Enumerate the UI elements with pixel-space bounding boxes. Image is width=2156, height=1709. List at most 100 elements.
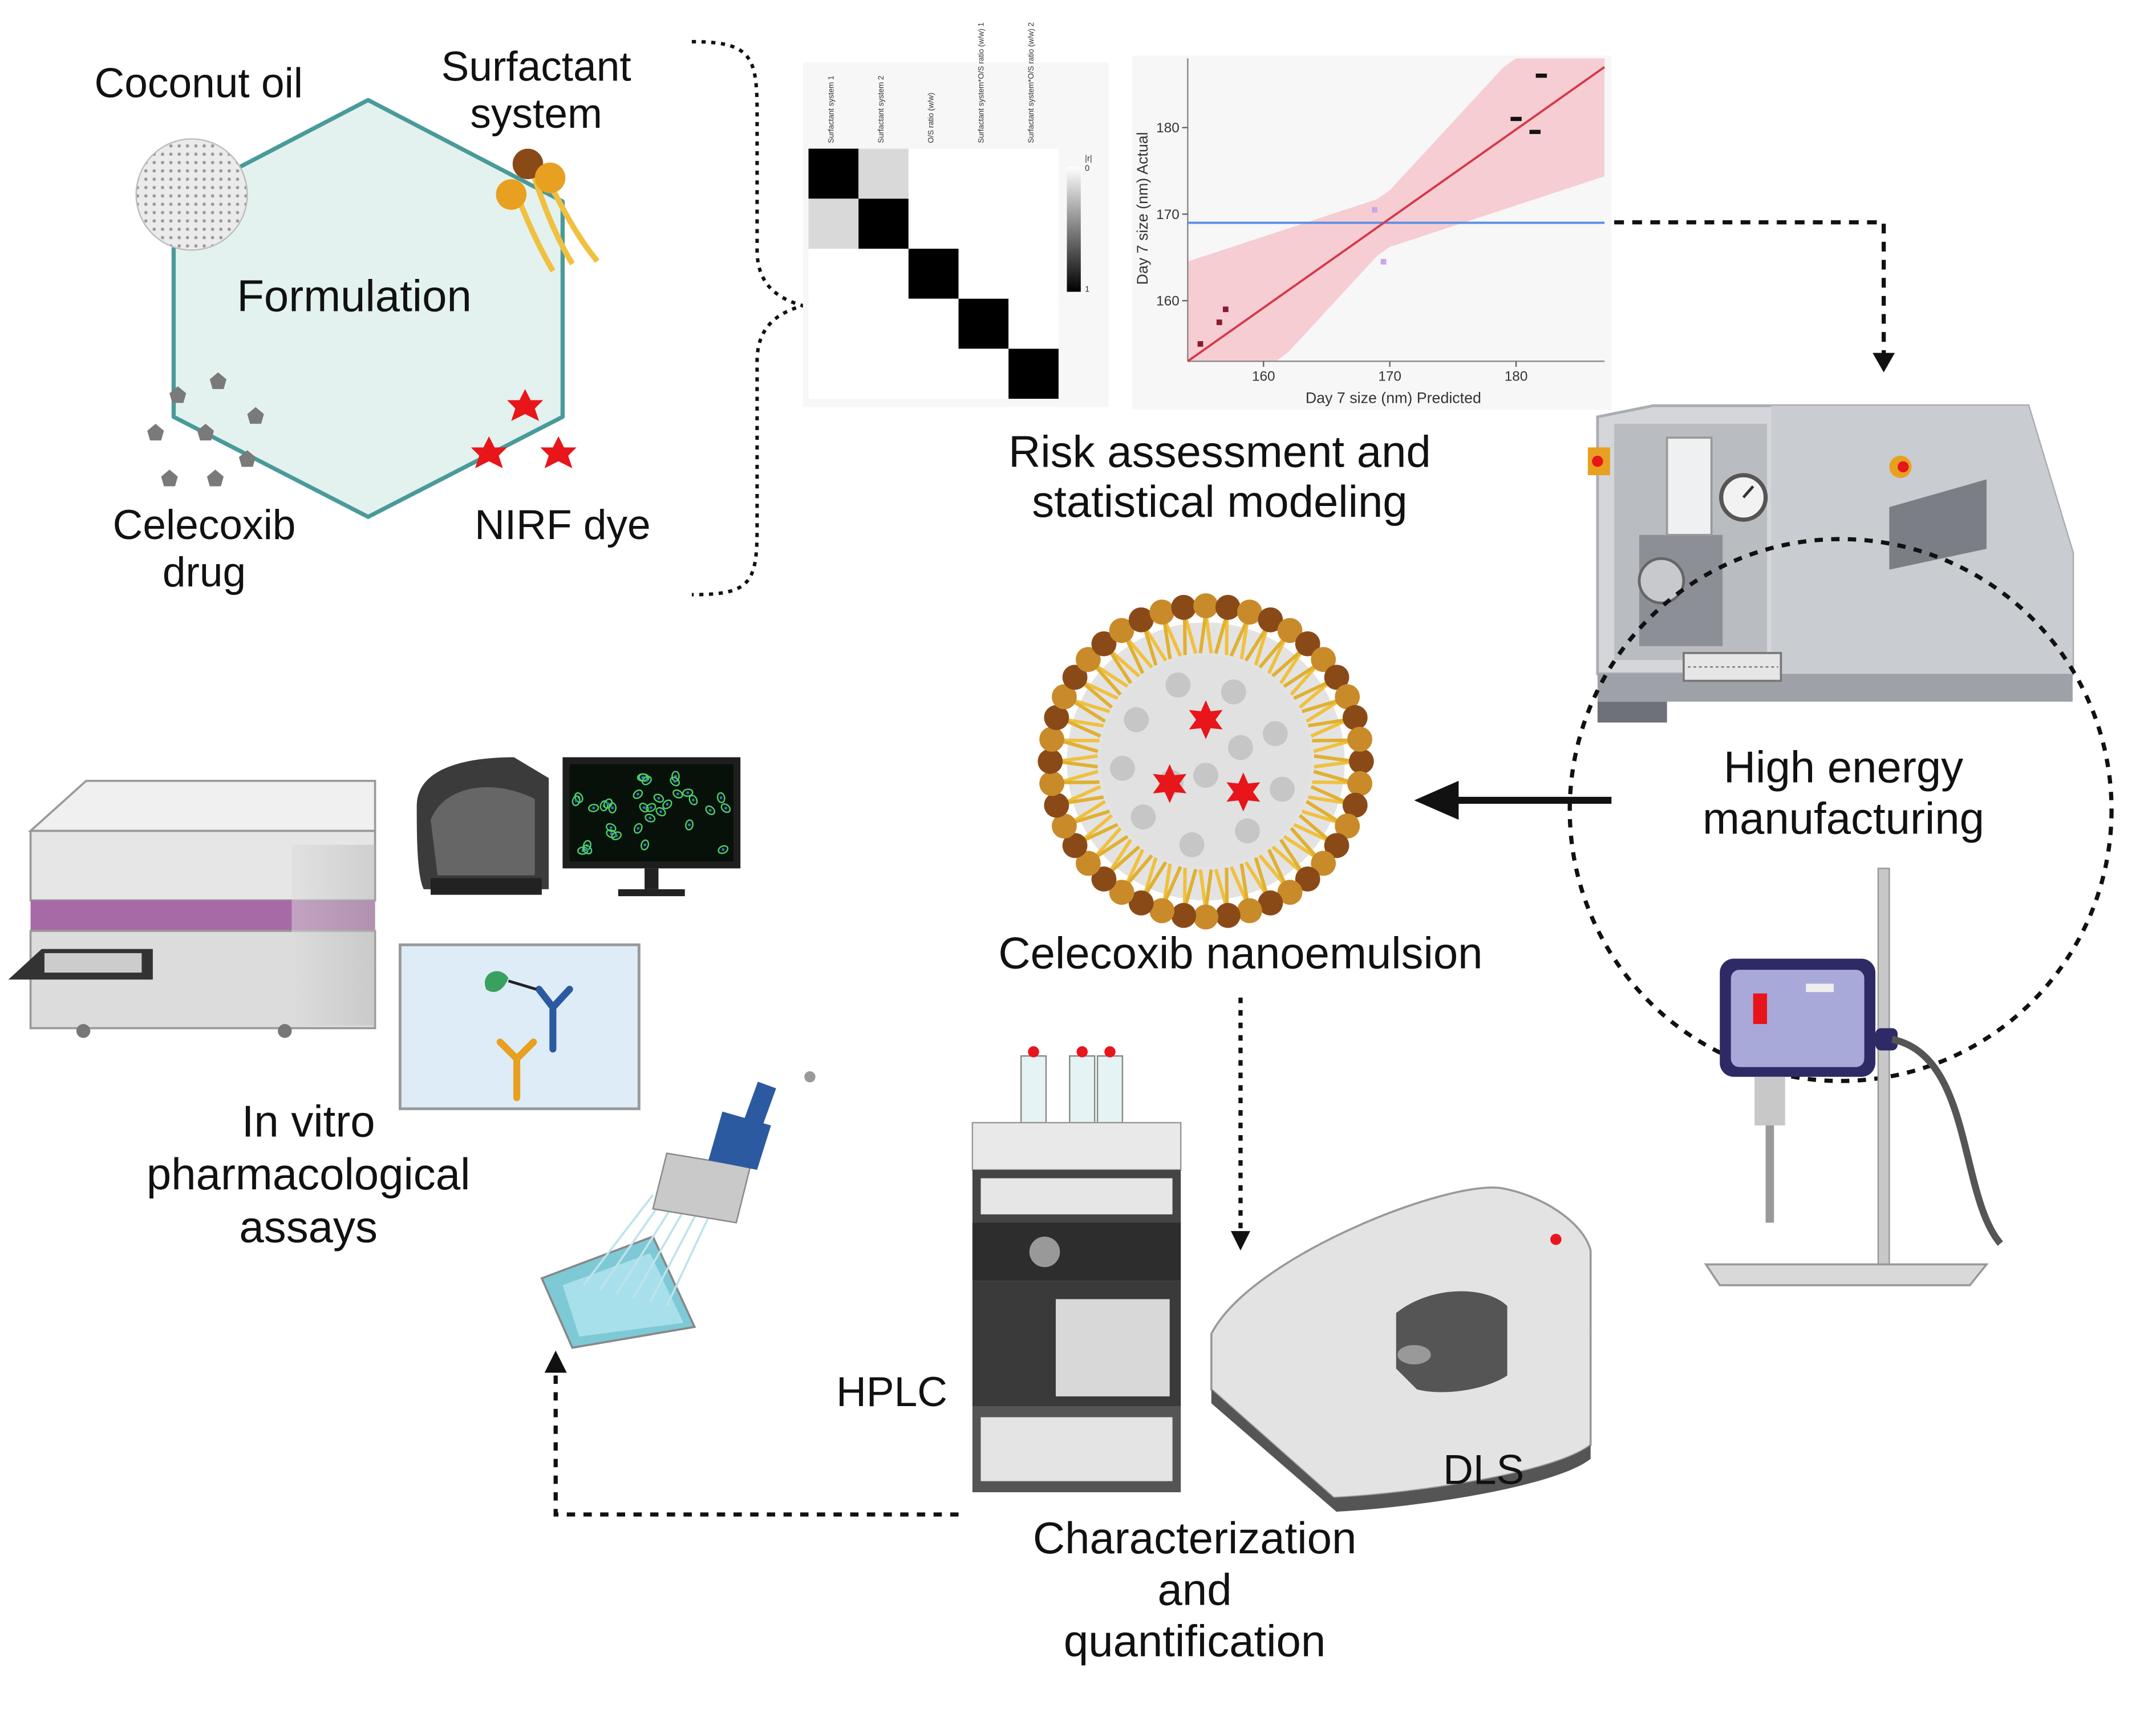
formulation-label: Formulation bbox=[237, 271, 471, 321]
matrix-scale-bar bbox=[1067, 167, 1081, 292]
matrix-cell bbox=[1008, 199, 1059, 249]
surfactant-head bbox=[1062, 833, 1088, 858]
arrow-to-manufacturing-head bbox=[1873, 353, 1895, 372]
cell-nucleus bbox=[586, 848, 589, 851]
multichannel-pipette-icon bbox=[540, 1071, 816, 1349]
arrow-to-assays-head bbox=[544, 1350, 567, 1373]
surfactant-label-line1: Surfactant bbox=[441, 43, 631, 90]
formulation-panel: Formulation Coconut oil Surfactant syste… bbox=[95, 43, 651, 596]
data-point bbox=[1216, 319, 1222, 325]
arrow-to-assays bbox=[553, 1368, 959, 1517]
data-point bbox=[1222, 306, 1229, 313]
surfactant-tail bbox=[1258, 854, 1288, 888]
fluorescent-cell bbox=[716, 792, 726, 804]
cell-nucleus bbox=[642, 806, 646, 809]
surfactant-molecule-icon bbox=[496, 148, 600, 273]
dls-instrument-icon bbox=[1210, 1186, 1592, 1512]
fluorescent-cell bbox=[670, 776, 680, 787]
data-point bbox=[1197, 341, 1203, 347]
matrix-header: Surfactant system 2 bbox=[877, 76, 885, 143]
surfactant-head bbox=[1342, 792, 1368, 818]
matrix-cells bbox=[808, 148, 1059, 399]
hplc-instrument-icon bbox=[971, 1046, 1182, 1493]
matrix-cell bbox=[908, 148, 959, 199]
surfactant-tail bbox=[1070, 809, 1111, 825]
surfactant-tail bbox=[1059, 738, 1100, 743]
surfactant-head bbox=[1342, 705, 1368, 730]
matrix-header: Surfactant system*O/S ratio (w/w) 1 bbox=[976, 22, 985, 143]
surfactant-tail bbox=[1298, 814, 1332, 844]
drug-molecule bbox=[1228, 735, 1253, 760]
fluorescent-cell bbox=[611, 831, 622, 841]
matrix-cell bbox=[958, 349, 1009, 399]
surfactant-head bbox=[1277, 880, 1303, 905]
nirf-dye-icon bbox=[471, 389, 577, 468]
surfactant-tail bbox=[1314, 754, 1355, 763]
drug-molecule bbox=[1235, 818, 1261, 844]
cell-nucleus bbox=[673, 780, 676, 783]
x-tick-label: 170 bbox=[1378, 368, 1401, 384]
confidence-band bbox=[1188, 58, 1605, 362]
surfactant-tail bbox=[1124, 849, 1145, 888]
nirf-dye-star bbox=[1189, 700, 1223, 739]
surfactant-head bbox=[1044, 792, 1069, 818]
manufacturing-process-circle bbox=[1567, 537, 2114, 1083]
dls-label: DLS bbox=[1443, 1447, 1524, 1493]
nanoemulsion-droplet-icon bbox=[1038, 593, 1374, 930]
matrix-header: O/S ratio (w/w) bbox=[927, 92, 935, 143]
surfactant-tail bbox=[1057, 754, 1098, 763]
coconut-oil-droplet-icon bbox=[135, 138, 248, 251]
x-axis-title: Day 7 size (nm) Predicted bbox=[1306, 389, 1481, 406]
surfactant-head bbox=[1039, 771, 1064, 796]
surfactant-head bbox=[1128, 607, 1154, 633]
surfactant-head bbox=[1215, 902, 1241, 928]
plate-reader-icon bbox=[8, 780, 376, 1038]
surfactant-head bbox=[1193, 904, 1218, 930]
celecoxib-label-line2: drug bbox=[163, 549, 246, 596]
drug-molecule bbox=[1179, 832, 1205, 857]
surfactant-tail bbox=[1301, 698, 1342, 714]
cell-nucleus bbox=[666, 803, 669, 806]
cell-nucleus bbox=[691, 799, 695, 801]
nirf-label: NIRF dye bbox=[475, 502, 651, 548]
surfactant-head bbox=[1128, 890, 1154, 916]
cell-nucleus bbox=[676, 792, 679, 796]
antibody-orange-icon bbox=[496, 1038, 537, 1101]
matrix-cell bbox=[808, 298, 859, 349]
drug-molecule bbox=[1110, 756, 1135, 781]
surfactant-head bbox=[1091, 866, 1117, 892]
surfactant-tail bbox=[1057, 759, 1098, 769]
high-pressure-homogenizer-icon bbox=[1587, 404, 2074, 723]
surfactant-head bbox=[1258, 890, 1283, 916]
drug-molecule bbox=[1262, 721, 1288, 747]
surfactant-tail bbox=[1142, 861, 1168, 898]
surfactant-tail bbox=[1313, 738, 1353, 754]
grouping-bracket bbox=[691, 40, 810, 597]
y-axis-title: Day 7 size (nm) Actual bbox=[1134, 132, 1151, 285]
surfactant-tail bbox=[1293, 823, 1332, 844]
surfactant-tail bbox=[1142, 857, 1158, 897]
cell-nucleus bbox=[574, 799, 578, 803]
surfactant-head bbox=[1171, 902, 1197, 928]
surfactant-tail bbox=[1162, 863, 1172, 905]
surfactant-head bbox=[1258, 607, 1283, 633]
matrix-cell bbox=[958, 148, 1009, 199]
surfactant-head bbox=[1237, 898, 1262, 924]
drug-molecule bbox=[1130, 804, 1156, 830]
surfactant-tail bbox=[1312, 780, 1353, 784]
surfactant-tail bbox=[1062, 718, 1101, 738]
fluorescent-cell bbox=[633, 823, 643, 834]
surfactant-head bbox=[1277, 618, 1303, 643]
surfactant-tail bbox=[1070, 698, 1111, 714]
surfactant-head bbox=[1052, 684, 1077, 710]
surfactant-tail bbox=[1063, 795, 1104, 805]
matrix-cell bbox=[958, 298, 1009, 349]
matrix-cell bbox=[858, 148, 909, 199]
drug-molecule bbox=[1165, 672, 1191, 698]
invitro-label-line1: In vitro bbox=[242, 1096, 375, 1146]
matrix-cell bbox=[908, 298, 959, 349]
fluorescent-cell bbox=[720, 803, 731, 813]
antibody-blue-icon bbox=[535, 986, 573, 1053]
fluorescent-cell bbox=[672, 789, 683, 799]
